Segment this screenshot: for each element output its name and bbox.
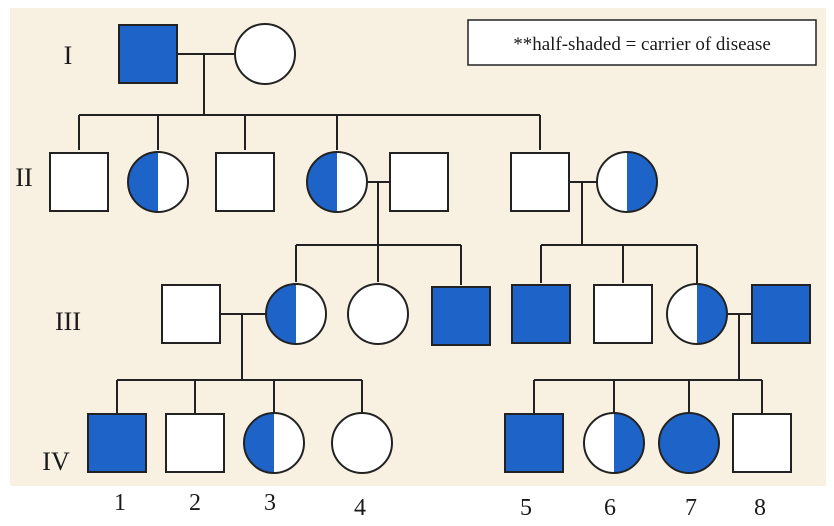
generation-label-ii: II <box>15 163 32 192</box>
legend: **half-shaded = carrier of disease <box>467 19 817 66</box>
male-affected-symbol <box>751 284 811 344</box>
generation-label-i: I <box>64 41 73 70</box>
male-affected-symbol <box>431 286 491 346</box>
female-unaffected-symbol <box>347 283 409 345</box>
individual-number: 3 <box>264 490 276 516</box>
male-unaffected-symbol <box>593 284 653 344</box>
generation-label-iii: III <box>55 307 81 336</box>
individual-number: 5 <box>520 495 532 521</box>
legend-text: **half-shaded = carrier of disease <box>513 34 771 55</box>
male-unaffected-symbol <box>510 152 570 212</box>
female-carrier-symbol <box>666 283 728 345</box>
male-unaffected-symbol <box>49 152 109 212</box>
individual-number: 2 <box>189 490 201 516</box>
male-unaffected-symbol <box>161 284 221 344</box>
male-unaffected-symbol <box>215 152 275 212</box>
individual-number: 7 <box>685 495 697 521</box>
female-carrier-symbol <box>596 151 658 213</box>
individual-number: 4 <box>354 495 366 521</box>
male-affected-symbol <box>118 24 178 84</box>
individuals <box>49 23 811 474</box>
individual-number: 8 <box>754 495 766 521</box>
legend-box <box>467 19 817 66</box>
female-carrier-symbol <box>306 151 368 213</box>
male-affected-symbol <box>87 413 147 473</box>
pedigree-lines <box>78 53 763 413</box>
male-affected-symbol <box>504 413 564 473</box>
female-unaffected-symbol <box>331 412 393 474</box>
individual-numbers: 1 2 3 4 5 6 7 8 <box>114 490 766 521</box>
individual-number: 1 <box>114 490 126 516</box>
female-carrier-symbol <box>127 151 189 213</box>
male-unaffected-symbol <box>732 413 792 473</box>
female-unaffected-symbol <box>234 23 296 85</box>
female-affected-symbol <box>658 412 720 474</box>
male-unaffected-symbol <box>389 152 449 212</box>
male-affected-symbol <box>511 284 571 344</box>
generation-label-iv: IV <box>42 447 70 476</box>
female-carrier-symbol <box>583 412 645 474</box>
female-carrier-symbol <box>243 412 305 474</box>
male-unaffected-symbol <box>165 413 225 473</box>
female-carrier-symbol <box>265 283 327 345</box>
generation-labels: I II III IV <box>15 41 81 476</box>
individual-number: 6 <box>604 495 616 521</box>
